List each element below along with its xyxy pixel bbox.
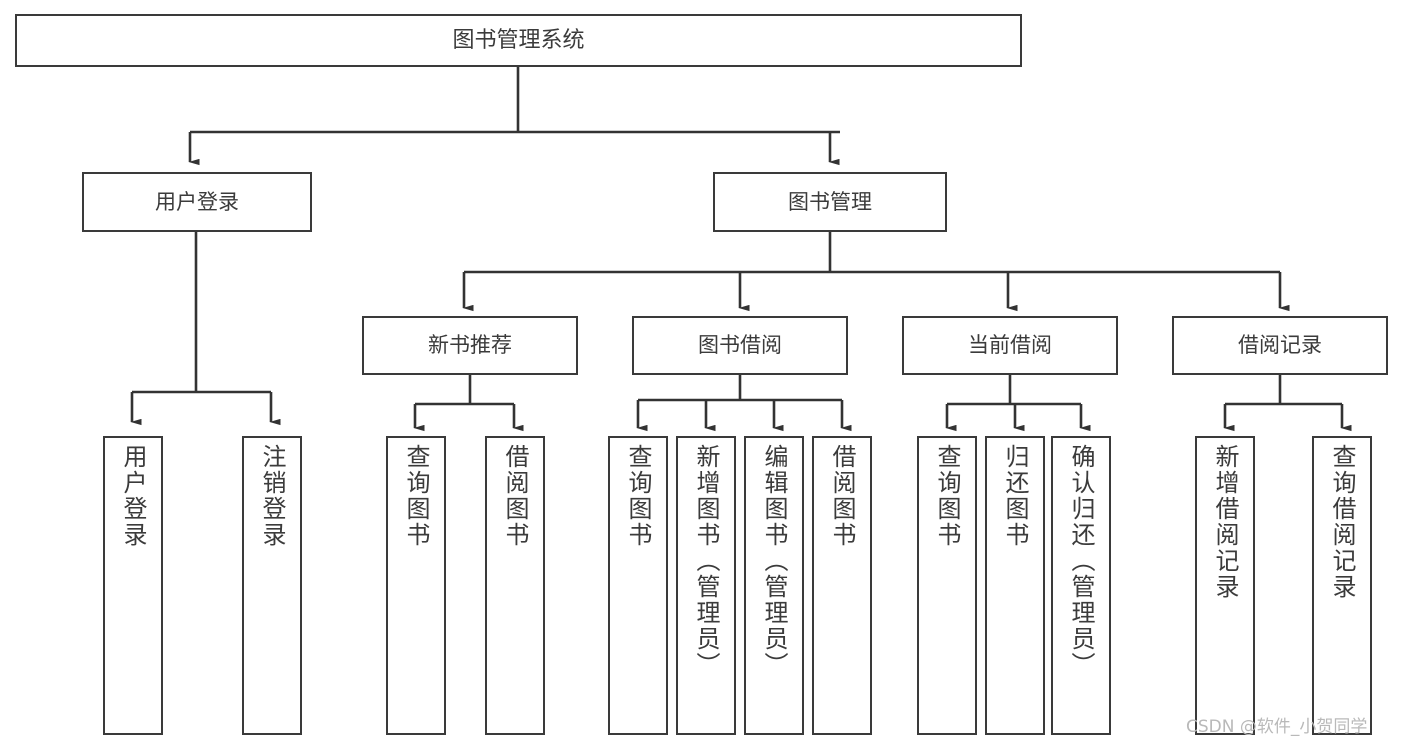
node-current-borrow-label: 当前借阅 [968, 333, 1052, 358]
node-leaf-query-book-1-label: 查询图书 [402, 444, 430, 548]
node-new-book-recommend-label: 新书推荐 [428, 333, 512, 358]
node-user-login[interactable]: 用户登录 [82, 172, 312, 232]
node-leaf-borrow-book-2[interactable]: 借阅图书 [812, 436, 872, 735]
node-current-borrow[interactable]: 当前借阅 [902, 316, 1118, 375]
node-leaf-user-logout[interactable]: 注销登录 [242, 436, 302, 735]
node-user-login-label: 用户登录 [155, 189, 239, 214]
node-root[interactable]: 图书管理系统 [15, 14, 1022, 67]
node-leaf-user-logout-label: 注销登录 [258, 444, 286, 548]
node-leaf-query-book-2[interactable]: 查询图书 [608, 436, 668, 735]
node-leaf-edit-book[interactable]: 编辑图书（管理员） [744, 436, 804, 735]
node-leaf-confirm-return-label: 确认归还（管理员） [1067, 444, 1095, 678]
node-leaf-query-record-label: 查询借阅记录 [1328, 444, 1356, 600]
node-borrow-record-label: 借阅记录 [1238, 333, 1322, 358]
node-leaf-query-book-3-label: 查询图书 [933, 444, 961, 548]
node-root-label: 图书管理系统 [452, 27, 585, 53]
node-leaf-borrow-book-1-label: 借阅图书 [501, 444, 529, 548]
node-leaf-borrow-book-2-label: 借阅图书 [828, 444, 856, 548]
node-leaf-query-record[interactable]: 查询借阅记录 [1312, 436, 1372, 735]
node-leaf-user-login-label: 用户登录 [119, 444, 147, 548]
node-leaf-add-book[interactable]: 新增图书（管理员） [676, 436, 736, 735]
node-borrow-record[interactable]: 借阅记录 [1172, 316, 1388, 375]
watermark: CSDN @软件_小贺同学 [1186, 717, 1368, 737]
node-leaf-query-book-3[interactable]: 查询图书 [917, 436, 977, 735]
node-leaf-edit-book-label: 编辑图书（管理员） [760, 444, 788, 678]
node-leaf-add-record[interactable]: 新增借阅记录 [1195, 436, 1255, 735]
node-leaf-add-book-label: 新增图书（管理员） [692, 444, 720, 678]
node-leaf-query-book-1[interactable]: 查询图书 [386, 436, 446, 735]
node-leaf-query-book-2-label: 查询图书 [624, 444, 652, 548]
node-leaf-return-book[interactable]: 归还图书 [985, 436, 1045, 735]
node-leaf-add-record-label: 新增借阅记录 [1211, 444, 1239, 600]
node-leaf-return-book-label: 归还图书 [1001, 444, 1029, 548]
node-book-borrow[interactable]: 图书借阅 [632, 316, 848, 375]
node-book-borrow-label: 图书借阅 [698, 333, 782, 358]
node-book-manage[interactable]: 图书管理 [713, 172, 947, 232]
node-leaf-confirm-return[interactable]: 确认归还（管理员） [1051, 436, 1111, 735]
node-new-book-recommend[interactable]: 新书推荐 [362, 316, 578, 375]
node-book-manage-label: 图书管理 [788, 189, 872, 214]
node-leaf-borrow-book-1[interactable]: 借阅图书 [485, 436, 545, 735]
node-leaf-user-login[interactable]: 用户登录 [103, 436, 163, 735]
